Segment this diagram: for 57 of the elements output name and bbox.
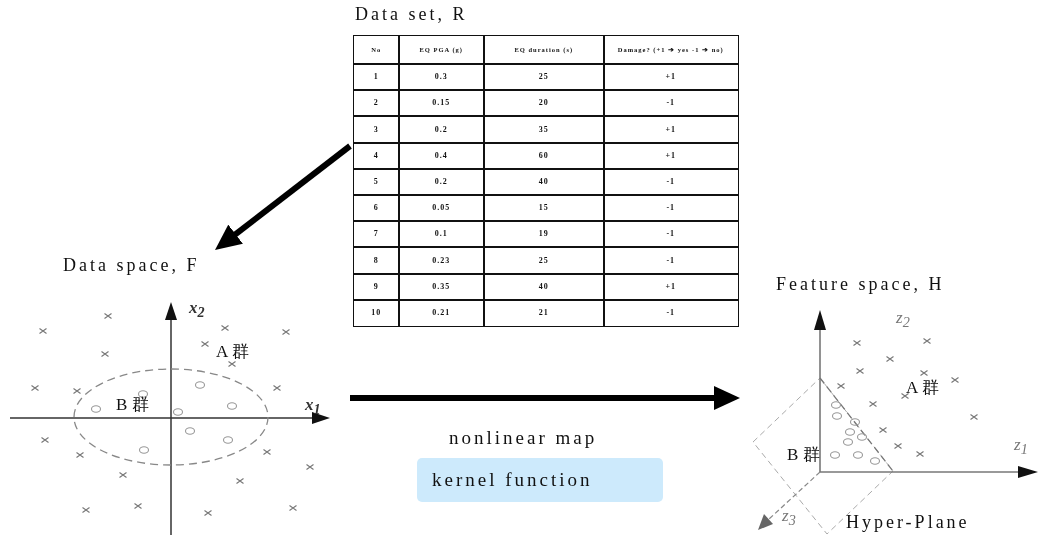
plot-title: Data space, F [63,255,200,276]
table-cell: 40 [483,168,605,196]
plot-title: Feature space, H [776,274,945,295]
axis-label: x$_{2}$ [189,298,205,322]
table-cell: 0.1 [398,220,485,248]
arrow [350,386,740,410]
table-cell: 0.15 [398,89,485,117]
table-cell: 0.21 [398,299,485,327]
table-cell: 20 [483,89,605,117]
table-cell: 8 [353,246,400,275]
cluster-label: A 群 [906,377,939,399]
table-cell: 0.2 [398,168,485,196]
axis-label: x$_{1}$ [305,395,321,419]
cluster-label: B 群 [116,394,149,416]
table-cell: 4 [353,142,400,170]
table-cell: +1 [603,115,739,144]
table-cell: 1 [353,63,400,91]
plane-label: Hyper-Plane [846,512,970,533]
table-cell: 40 [483,273,605,301]
table-cell: 25 [483,246,605,275]
table-cell: 19 [483,220,605,248]
table-cell: 25 [483,63,605,91]
table-cell: 0.23 [398,246,485,275]
table-cell: 0.05 [398,194,485,222]
table-cell: 0.3 [398,63,485,91]
table-cell: +1 [603,142,739,170]
table-cell: 7 [353,220,400,248]
cluster-label: B 群 [787,444,820,466]
table-cell: 5 [353,168,400,196]
table-cell: 2 [353,89,400,117]
table-cell: +1 [603,273,739,301]
table-cell: 35 [483,115,605,144]
table-cell: -1 [603,299,739,327]
arrow [215,143,352,250]
table-cell: -1 [603,246,739,275]
axis-label: z$_{1}$ [1014,435,1028,459]
kernel-function-box: kernel function [417,458,663,502]
table-cell: +1 [603,63,739,91]
edge-label: nonlinear map [449,427,598,449]
table-cell: 60 [483,142,605,170]
table-cell: 15 [483,194,605,222]
table-cell: -1 [603,220,739,248]
table-cell: -1 [603,168,739,196]
table-cell: 21 [483,299,605,327]
table-cell: 0.2 [398,115,485,144]
cluster-label: A 群 [216,341,249,363]
axis-label: z$_{3}$ [782,506,796,530]
table-cell: 3 [353,115,400,144]
table-cell: -1 [603,194,739,222]
table-cell: -1 [603,89,739,117]
table-title: Data set, R [355,4,468,25]
table-cell: 10 [353,299,400,327]
table-cell: 0.35 [398,273,485,301]
table-cell: 9 [353,273,400,301]
table-cell: 6 [353,194,400,222]
table-cell: 0.4 [398,142,485,170]
axis-label: z$_{2}$ [896,308,910,332]
